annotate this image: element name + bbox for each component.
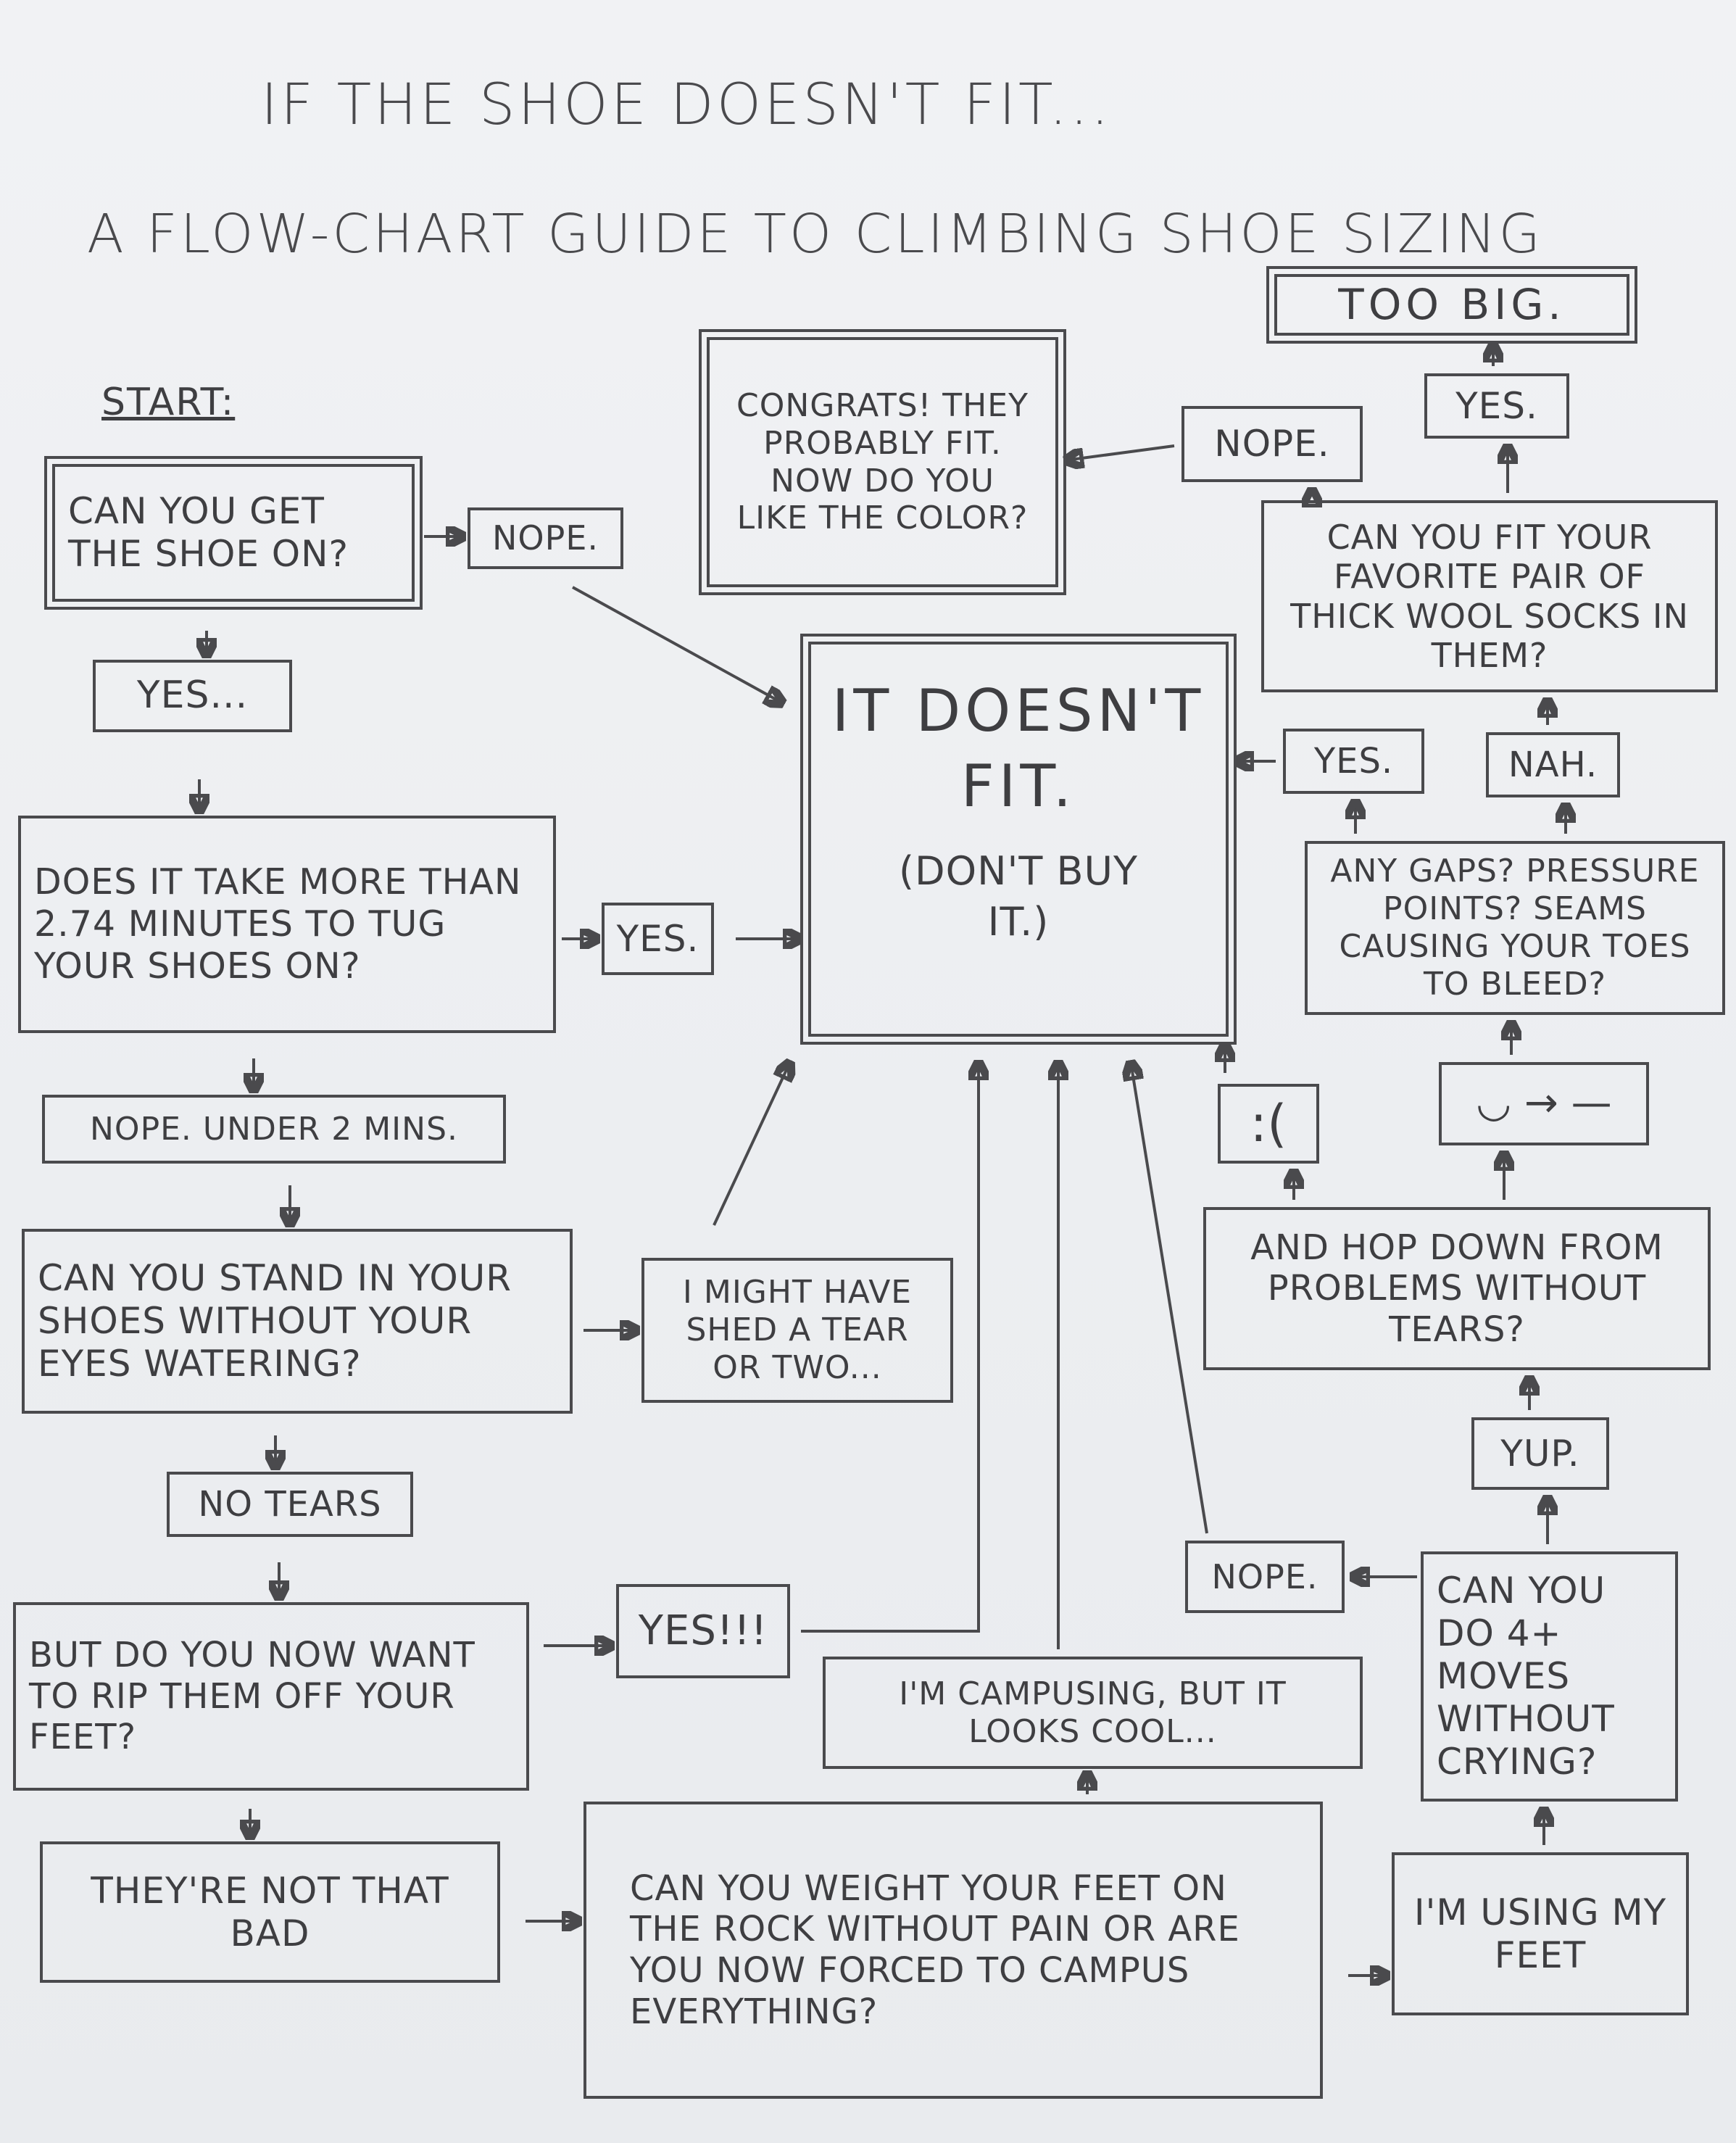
arrow-nope-to-congrats bbox=[1066, 444, 1175, 460]
dont-buy-text: (DON'T BUY IT.) bbox=[898, 848, 1139, 945]
q-get-shoe-on: CAN YOU GET THE SHOE ON? bbox=[44, 456, 423, 610]
answer-shed-tear: I MIGHT HAVE SHED A TEAR OR TWO... bbox=[641, 1258, 953, 1403]
doesnt-fit-text: IT DOESN'T FIT. bbox=[831, 677, 1205, 820]
answer-nope-3: NOPE. bbox=[1181, 406, 1363, 482]
answer-yup: YUP. bbox=[1471, 1417, 1609, 1490]
start-label: START: bbox=[101, 381, 236, 424]
face-change-icon: ◡ → — bbox=[1439, 1062, 1649, 1145]
answer-yes-4: YES. bbox=[1283, 729, 1424, 794]
arrow-nope-to-doesnt-fit bbox=[572, 586, 783, 703]
title-line-1: IF THE SHOE DOESN'T FIT... bbox=[261, 72, 1112, 138]
q-gaps: ANY GAPS? PRESSURE POINTS? SEAMS CAUSING… bbox=[1305, 841, 1725, 1015]
q-take-minutes: DOES IT TAKE MORE THAN 2.74 MINUTES TO T… bbox=[18, 816, 556, 1033]
q-rip-off: BUT DO YOU NOW WANT TO RIP THEM OFF YOUR… bbox=[13, 1602, 529, 1791]
answer-nope-2: NOPE. bbox=[1185, 1541, 1345, 1613]
answer-yes-2: YES. bbox=[602, 903, 714, 975]
q-weight-feet: CAN YOU WEIGHT YOUR FEET ON THE ROCK WIT… bbox=[583, 1802, 1323, 2099]
q-wool-socks: CAN YOU FIT YOUR FAVORITE PAIR OF THICK … bbox=[1261, 500, 1718, 692]
arrow-tear-to-doesnt-fit bbox=[713, 1062, 790, 1226]
answer-yes-3: YES!!! bbox=[616, 1584, 790, 1678]
answer-nah: NAH. bbox=[1486, 732, 1620, 797]
answer-not-that-bad: THEY'RE NOT THAT BAD bbox=[40, 1841, 500, 1983]
q-four-moves: CAN YOU DO 4+ MOVES WITHOUT CRYING? bbox=[1421, 1551, 1678, 1802]
arrow-yes-to-doesnt-fit-2 bbox=[801, 1062, 979, 1633]
result-too-big: TOO BIG. bbox=[1266, 266, 1637, 344]
answer-no-tears: NO TEARS bbox=[167, 1472, 413, 1537]
q-hop-down: AND HOP DOWN FROM PROBLEMS WITHOUT TEARS… bbox=[1203, 1207, 1711, 1370]
answer-using-feet: I'M USING MY FEET bbox=[1392, 1852, 1689, 2015]
arrow-nope-to-doesnt-fit-3 bbox=[1131, 1062, 1208, 1534]
result-congrats: CONGRATS! THEY PROBABLY FIT. NOW DO YOU … bbox=[699, 329, 1066, 595]
answer-yes-5: YES. bbox=[1424, 373, 1569, 439]
answer-nope-1: NOPE. bbox=[468, 507, 623, 569]
answer-under-2-mins: NOPE. UNDER 2 MINS. bbox=[42, 1095, 506, 1164]
answer-campusing: I'M CAMPUSING, BUT IT LOOKS COOL... bbox=[823, 1657, 1363, 1769]
q-stand-in-shoes: CAN YOU STAND IN YOUR SHOES WITHOUT YOUR… bbox=[22, 1229, 573, 1414]
result-doesnt-fit: IT DOESN'T FIT. (DON'T BUY IT.) bbox=[800, 634, 1237, 1045]
answer-yes-1: YES... bbox=[93, 660, 292, 732]
sad-face-icon: :( bbox=[1218, 1084, 1319, 1164]
title-line-2: A FLOW-CHART GUIDE TO CLIMBING SHOE SIZI… bbox=[87, 203, 1543, 265]
